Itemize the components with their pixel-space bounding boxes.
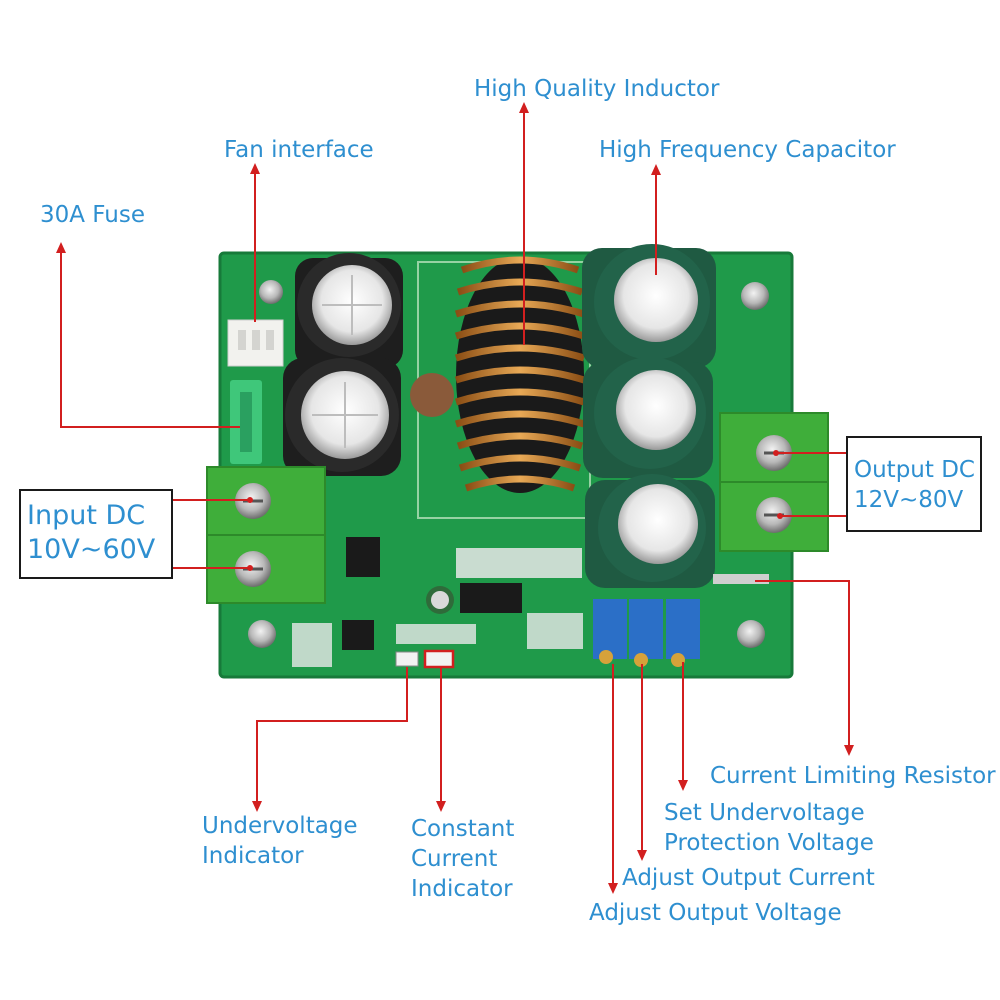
constant-current-line1: Constant: [411, 816, 515, 842]
label-adjust-output-current: Adjust Output Current: [622, 865, 875, 891]
capacitor-icon: [582, 244, 716, 368]
mounting-screw-icon: [248, 280, 769, 648]
output-dc-range: 12V~80V: [854, 487, 964, 513]
set-undervoltage-line1: Set Undervoltage: [664, 800, 865, 826]
constant-current-line3: Indicator: [411, 876, 513, 902]
capacitor-icon: [295, 253, 403, 368]
capacitor-icon: [283, 358, 401, 476]
label-input-dc: Input DC 10V~60V: [19, 489, 173, 579]
label-fan-interface: Fan interface: [224, 137, 374, 163]
undervoltage-led-icon: [395, 651, 419, 667]
set-undervoltage-line2: Protection Voltage: [664, 830, 874, 856]
constant-current-led-icon: [425, 651, 453, 667]
label-adjust-output-voltage: Adjust Output Voltage: [589, 900, 842, 926]
potentiometer-icon: [593, 599, 700, 667]
undervoltage-indicator-line2: Indicator: [202, 843, 304, 869]
input-dc-range: 10V~60V: [27, 534, 156, 565]
undervoltage-indicator-line1: Undervoltage: [202, 813, 358, 839]
label-output-dc: Output DC 12V~80V: [846, 436, 982, 532]
label-constant-current-indicator: Constant Current Indicator: [411, 814, 514, 904]
output-terminal-block: [719, 412, 829, 552]
input-dc-title: Input DC: [27, 500, 146, 531]
label-current-limiting-resistor: Current Limiting Resistor: [710, 763, 996, 789]
inductor-icon: [410, 256, 586, 493]
constant-current-line2: Current: [411, 846, 498, 872]
label-set-undervoltage: Set Undervoltage Protection Voltage: [664, 798, 874, 858]
output-dc-title: Output DC: [854, 457, 975, 483]
label-high-frequency-capacitor: High Frequency Capacitor: [599, 137, 896, 163]
label-30a-fuse: 30A Fuse: [40, 202, 145, 228]
label-undervoltage-indicator: Undervoltage Indicator: [202, 811, 358, 871]
capacitor-icon: [583, 357, 713, 478]
label-high-quality-inductor: High Quality Inductor: [474, 76, 720, 102]
input-terminal-block: [206, 466, 326, 604]
capacitor-icon: [585, 474, 715, 588]
resistor-icon: [713, 574, 769, 584]
